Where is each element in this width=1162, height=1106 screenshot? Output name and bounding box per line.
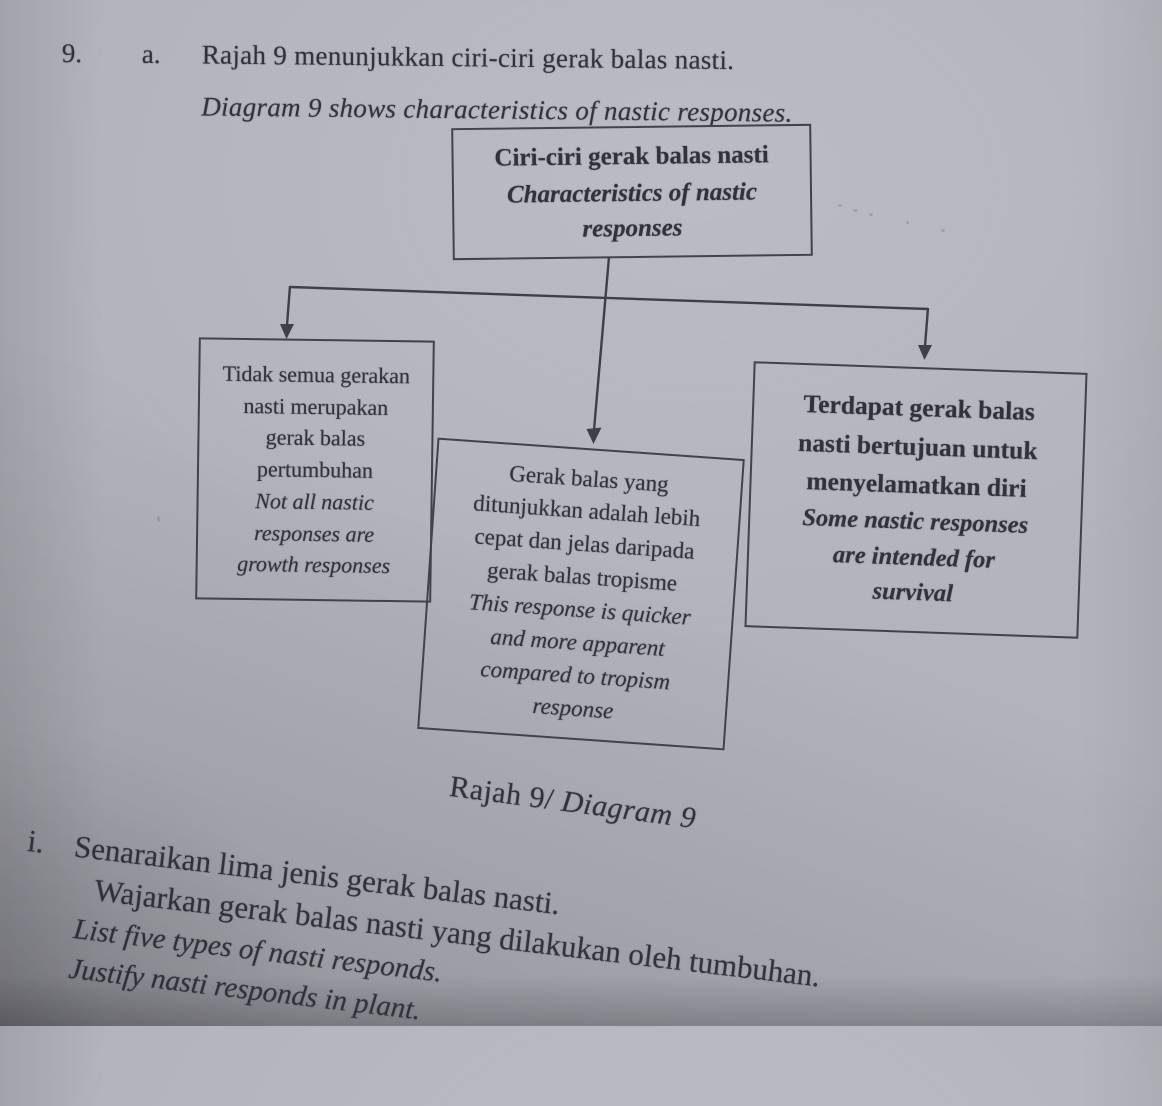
- middle-box-text-english: This response is quicker and more appare…: [468, 589, 692, 724]
- left-box-text-malay: Tidak semua gerakan nasti merupakan gera…: [222, 360, 411, 483]
- subquestion-marker: i.: [25, 822, 47, 860]
- title-box-text-english: Characteristics of nastic responses: [506, 178, 758, 243]
- connector-right-drop: [923, 307, 930, 347]
- question-header: 9. a. Rajah 9 menunjukkan ciri-ciri gera…: [61, 38, 962, 130]
- caption-malay: Rajah 9/: [447, 770, 556, 817]
- middle-box-text-malay: Gerak balas yang ditunjukkan adalah lebi…: [472, 460, 702, 596]
- diagram-caption: Rajah 9/ Diagram 9: [448, 770, 698, 836]
- diagram-box-title: Ciri-ciri gerak balas nasti Characterist…: [451, 123, 813, 261]
- arrowhead-middle-icon: [586, 427, 602, 444]
- arrowhead-right-icon: [918, 345, 932, 360]
- right-box-text-malay: Terdapat gerak balas nasti bertujuan unt…: [797, 389, 1039, 503]
- title-box-text-malay: Ciri-ciri gerak balas nasti: [494, 141, 769, 172]
- diagram-box-right: Terdapat gerak balas nasti bertujuan unt…: [744, 361, 1088, 639]
- intro-text-malay: Rajah 9 menunjukkan ciri-ciri gerak bala…: [201, 39, 735, 76]
- subquestion-block: i. Senaraikan lima jenis gerak balas nas…: [11, 822, 1082, 1106]
- caption-english: Diagram 9: [559, 784, 699, 836]
- connector-stem-line: [592, 256, 611, 431]
- diagram-box-middle: Gerak balas yang ditunjukkan adalah lebi…: [417, 437, 745, 751]
- diagram-box-left: Tidak semua gerakan nasti merupakan gera…: [195, 337, 435, 603]
- connector-left-drop: [285, 285, 292, 326]
- question-intro: Rajah 9 menunjukkan ciri-ciri gerak bala…: [201, 39, 793, 128]
- connector-branch-line: [289, 285, 929, 311]
- question-number: 9.: [61, 38, 83, 69]
- question-part-label: a.: [141, 38, 161, 70]
- arrowhead-left-icon: [280, 324, 294, 339]
- intro-text-english: Diagram 9 shows characteristics of nasti…: [201, 91, 793, 128]
- left-box-text-english: Not all nastic responses are growth resp…: [237, 487, 391, 579]
- right-box-text-english: Some nastic responses are intended for s…: [801, 504, 1029, 608]
